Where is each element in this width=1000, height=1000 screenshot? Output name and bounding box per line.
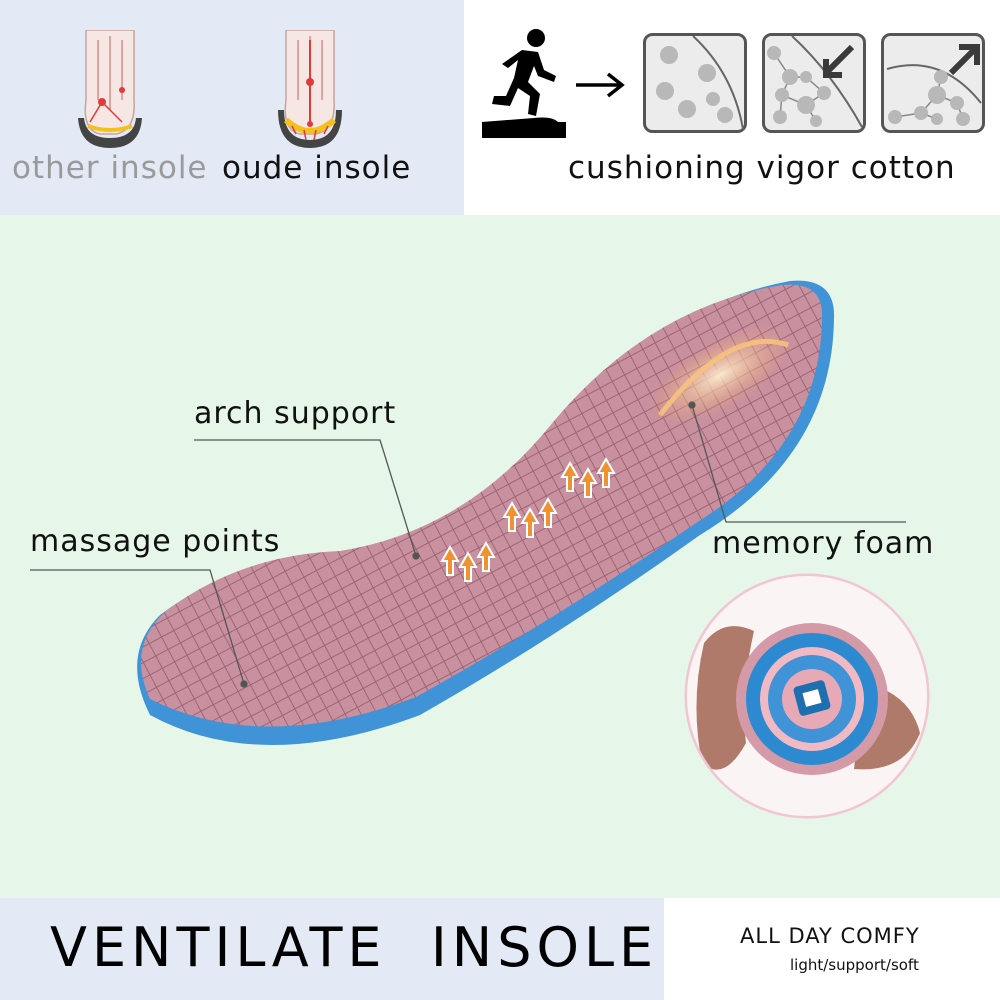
cushioning-label: cushioning vigor cotton xyxy=(568,150,956,186)
tagline-panel xyxy=(664,898,1000,1000)
light-support-soft-label: light/support/soft xyxy=(790,956,919,974)
arch-support-callout: arch support xyxy=(194,396,397,431)
massage-points-callout: massage points xyxy=(30,524,281,559)
arrow-right-icon xyxy=(576,72,625,98)
headline-panel xyxy=(0,898,664,1000)
arch-pressure-arrows xyxy=(440,456,616,582)
rolled-insole-image xyxy=(684,573,930,819)
all-day-comfy-label: ALL DAY COMFY xyxy=(740,924,920,948)
cell-scattered-icon xyxy=(643,33,747,133)
cell-compress-icon xyxy=(762,33,866,133)
other-insole-foot-image xyxy=(78,30,142,148)
other-insole-label: other insole xyxy=(12,150,208,186)
oude-insole-label: oude insole xyxy=(222,150,412,186)
cell-rebound-icon xyxy=(881,33,985,133)
memory-foam-callout: memory foam xyxy=(712,526,935,561)
ventilate-insole-headline: VENTILATE INSOLE xyxy=(50,916,659,979)
insole-image xyxy=(137,280,835,745)
oude-insole-foot-image xyxy=(278,30,342,148)
runner-icon xyxy=(482,29,566,138)
comparison-panel xyxy=(0,0,464,215)
